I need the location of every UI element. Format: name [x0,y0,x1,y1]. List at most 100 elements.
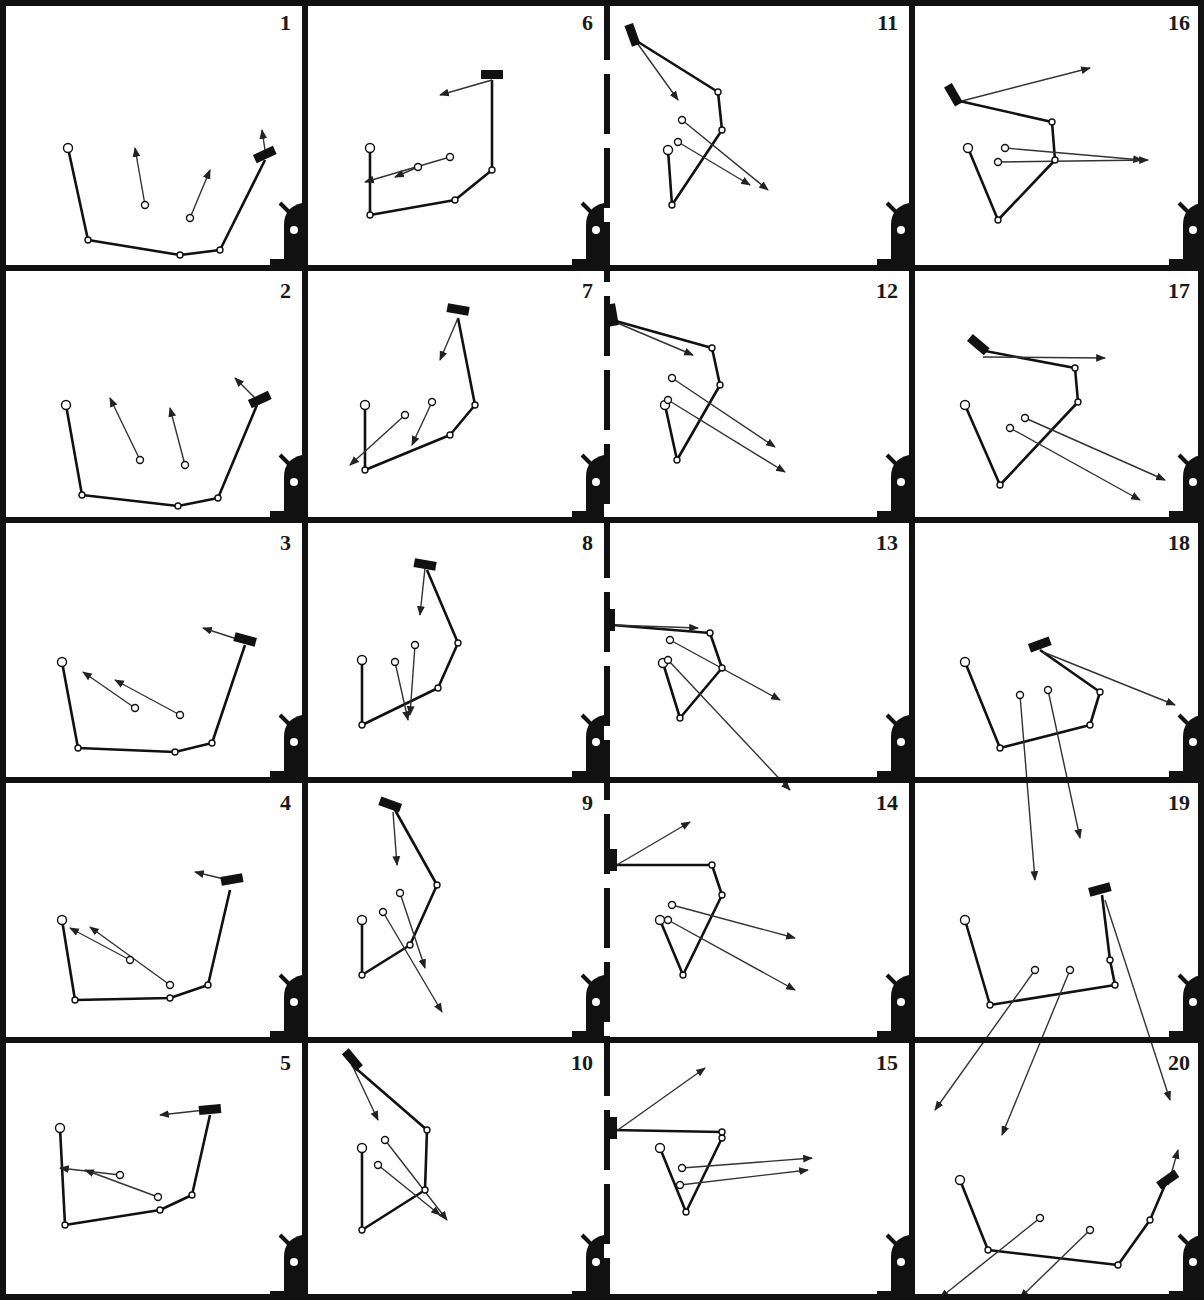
joint-marker [961,916,970,925]
force-vector [680,1170,808,1185]
force-vector [1025,418,1165,480]
panel-border [0,1037,1204,1043]
joint-marker [997,745,1003,751]
anvil-hole [592,226,600,234]
anvil-hole [592,738,600,746]
joint-marker [424,1127,430,1133]
joint-marker [472,402,478,408]
force-vector [1002,970,1070,1135]
panel-number: 9 [580,792,595,814]
mass-center [679,1165,686,1172]
joint-marker [422,1187,428,1193]
mass-center [669,902,676,909]
panel-border [909,0,915,1300]
joint-marker [964,144,973,153]
anvil-hole [290,226,298,234]
mass-center [397,890,404,897]
anvil-hole [1189,738,1197,746]
anvil-hole [897,1258,905,1266]
limb-segments [960,1180,1165,1265]
panel-number: 8 [580,532,595,554]
anvil-lever [280,203,292,215]
anvil-base [572,511,602,517]
mass-center [380,909,387,916]
anvil-base [270,511,300,517]
joint-marker [367,212,373,218]
anvil-hole [290,478,298,486]
joint-marker [359,1227,365,1233]
force-vector [440,80,492,95]
limb-segments [62,890,230,1000]
anvil-lever [887,203,899,215]
hammer-head [378,797,402,813]
joint-marker [1097,689,1103,695]
force-vector [420,568,425,615]
joint-marker [656,1144,665,1153]
panel-border [0,517,1204,523]
limb-segments [352,1065,427,1230]
anvil-hole [897,738,905,746]
panel-number: 4 [278,792,293,814]
joint-marker [62,401,71,410]
limb-segments [370,80,492,215]
anvil-base [270,1031,300,1037]
anvil-lever [1179,975,1191,987]
panel-number: 10 [569,1052,595,1074]
limb-diagram [608,1068,812,1215]
force-vector [682,1158,812,1168]
joint-marker [1112,982,1118,988]
joint-marker [985,1247,991,1253]
anvil-lever [582,715,594,727]
anvil-hole [592,1258,600,1266]
force-vector [958,68,1090,102]
panel-border [302,0,308,1300]
force-vector [668,660,790,790]
mass-center [137,457,144,464]
limb-diagram [358,797,443,1012]
force-vector [983,357,1105,358]
joint-marker [58,658,67,667]
joint-marker [358,916,367,925]
panel-number: 2 [278,280,293,302]
panel-border [1198,0,1204,1300]
joint-marker [358,656,367,665]
limb-segments [612,1130,722,1212]
joint-marker [674,457,680,463]
anvil-lever [887,975,899,987]
anvil-hole [290,1258,298,1266]
anvil-hole [897,226,905,234]
mass-center [1002,145,1009,152]
joint-marker [489,167,495,173]
anvil-hole [592,998,600,1006]
hammer-head [248,391,272,408]
joint-marker [715,89,721,95]
anvil-hole [1189,998,1197,1006]
limb-diagram [608,822,795,990]
joint-marker [961,401,970,410]
force-vector [440,318,458,360]
anvil-base [1169,511,1199,517]
hammer-head [967,334,990,355]
anvil-lever [582,1235,594,1247]
force-vector [383,912,442,1012]
force-vector [85,1170,158,1197]
panel-border [0,1294,1204,1300]
limb-segments [965,350,1078,485]
panel-number: 12 [874,280,900,302]
mass-center [665,397,672,404]
panel-number: 20 [1166,1052,1192,1074]
mass-center [1022,415,1029,422]
limb-segments [612,320,720,460]
anvil-base [1169,259,1199,265]
anvil-base [877,1031,907,1037]
mass-center [675,139,682,146]
force-vector [235,378,255,398]
anvil-lever [1179,203,1191,215]
limb-segments [965,650,1100,748]
joint-marker [719,1135,725,1141]
anvil-lever [582,975,594,987]
anvil-base [572,259,602,265]
force-vector [682,120,768,190]
mass-center [995,159,1002,166]
